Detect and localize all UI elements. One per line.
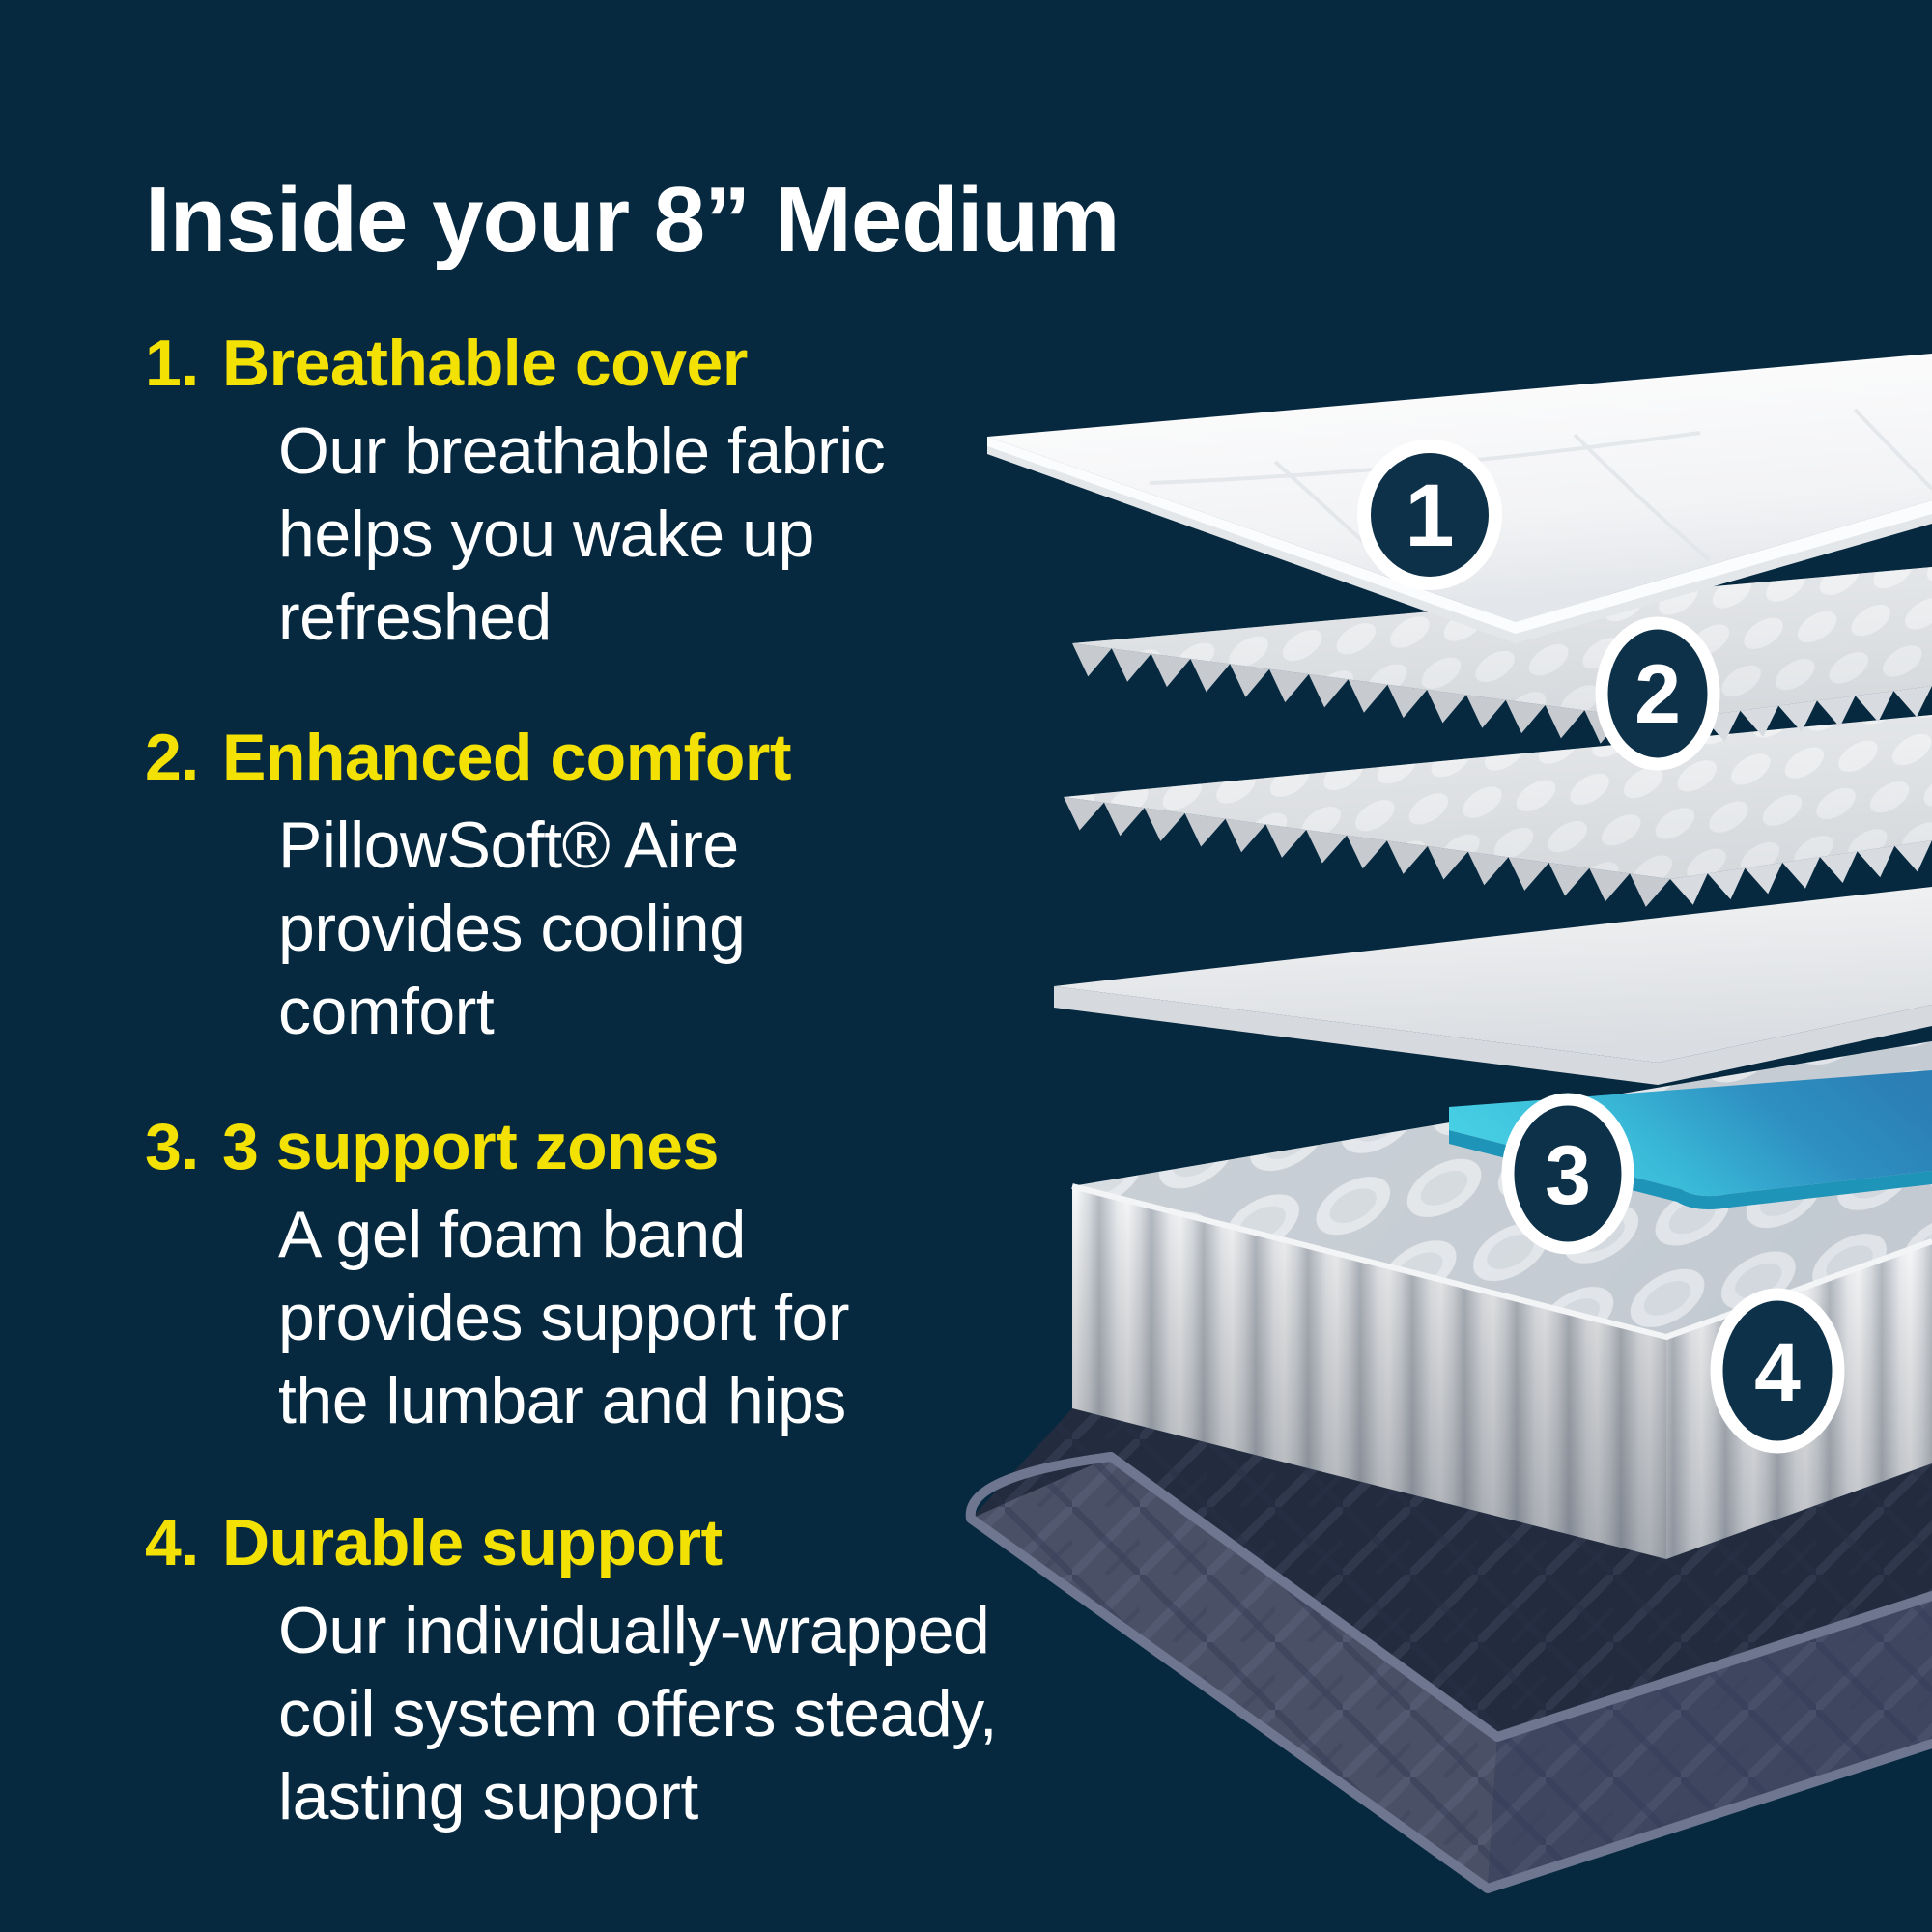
gel-band-edge <box>1449 1130 1932 1209</box>
feature-number: 2. <box>145 721 199 794</box>
feature-description: Our breathable fabric helps you wake up … <box>278 414 886 654</box>
feature-number: 4. <box>145 1506 199 1579</box>
feature-description: PillowSoft® Aire provides cooling comfor… <box>278 809 746 1048</box>
feature-heading-text: 3 support zones <box>222 1110 719 1183</box>
feature-item-breathable-cover: 1. Breathable cover Our breathable fabric… <box>145 325 1227 659</box>
feature-number: 1. <box>145 327 199 400</box>
feature-item-enhanced-comfort: 2. Enhanced comfort PillowSoft® Aire prov… <box>145 719 1227 1053</box>
badge-4-number: 4 <box>1754 1326 1801 1419</box>
layer-flat-foam <box>1054 887 1932 1085</box>
layer-convoluted-foam-lower <box>1064 715 1932 907</box>
foam-lower-teeth-left <box>1064 797 1670 907</box>
badge-3-number: 3 <box>1545 1129 1591 1222</box>
feature-heading: 1. Breathable cover <box>145 325 1227 402</box>
feature-item-durable-support: 4. Durable support Our individually-wrapp… <box>145 1504 1227 1838</box>
feature-item-support-zones: 3. 3 support zones A gel foam band provid… <box>145 1108 1227 1442</box>
foam-lower-teeth-right <box>1670 840 1932 905</box>
flat-foam-top <box>1054 887 1932 1063</box>
base-bottom-piping <box>966 1514 1932 1893</box>
badge-1-number: 1 <box>1405 467 1454 565</box>
feature-description: A gel foam band provides support for the… <box>278 1198 849 1437</box>
foam-upper-teeth-right <box>1663 686 1932 748</box>
feature-description: Our individually-wrapped coil system off… <box>278 1594 998 1833</box>
badge-3: 3 <box>1501 1093 1634 1255</box>
feature-heading: 2. Enhanced comfort <box>145 719 1227 796</box>
base-top-piping <box>1106 1452 1932 1742</box>
base-corner-piping <box>965 1452 1116 1523</box>
badge-2-number: 2 <box>1634 648 1681 741</box>
feature-heading: 3. 3 support zones <box>145 1108 1227 1185</box>
badge-2: 2 <box>1595 616 1720 771</box>
badge-4: 4 <box>1710 1288 1845 1454</box>
badge-1: 1 <box>1357 440 1502 590</box>
feature-heading: 4. Durable support <box>145 1504 1227 1581</box>
mattress-exploded-diagram: 1 2 3 4 <box>965 354 1932 1893</box>
page-title: Inside your 8” Medium <box>145 168 1121 272</box>
layer-base-foundation <box>965 1408 1932 1893</box>
feature-heading-text: Breathable cover <box>222 327 748 400</box>
feature-heading-text: Enhanced comfort <box>222 721 791 794</box>
flat-foam-edge <box>1054 986 1932 1085</box>
cover-quilt-seams <box>1149 408 1932 587</box>
feature-heading-text: Durable support <box>222 1506 723 1579</box>
callout-badges: 1 2 3 4 <box>1357 440 1845 1454</box>
foam-upper-teeth-left <box>1072 643 1663 750</box>
coil-front-edge-highlight <box>1071 1183 1932 1340</box>
feature-number: 3. <box>145 1110 199 1183</box>
